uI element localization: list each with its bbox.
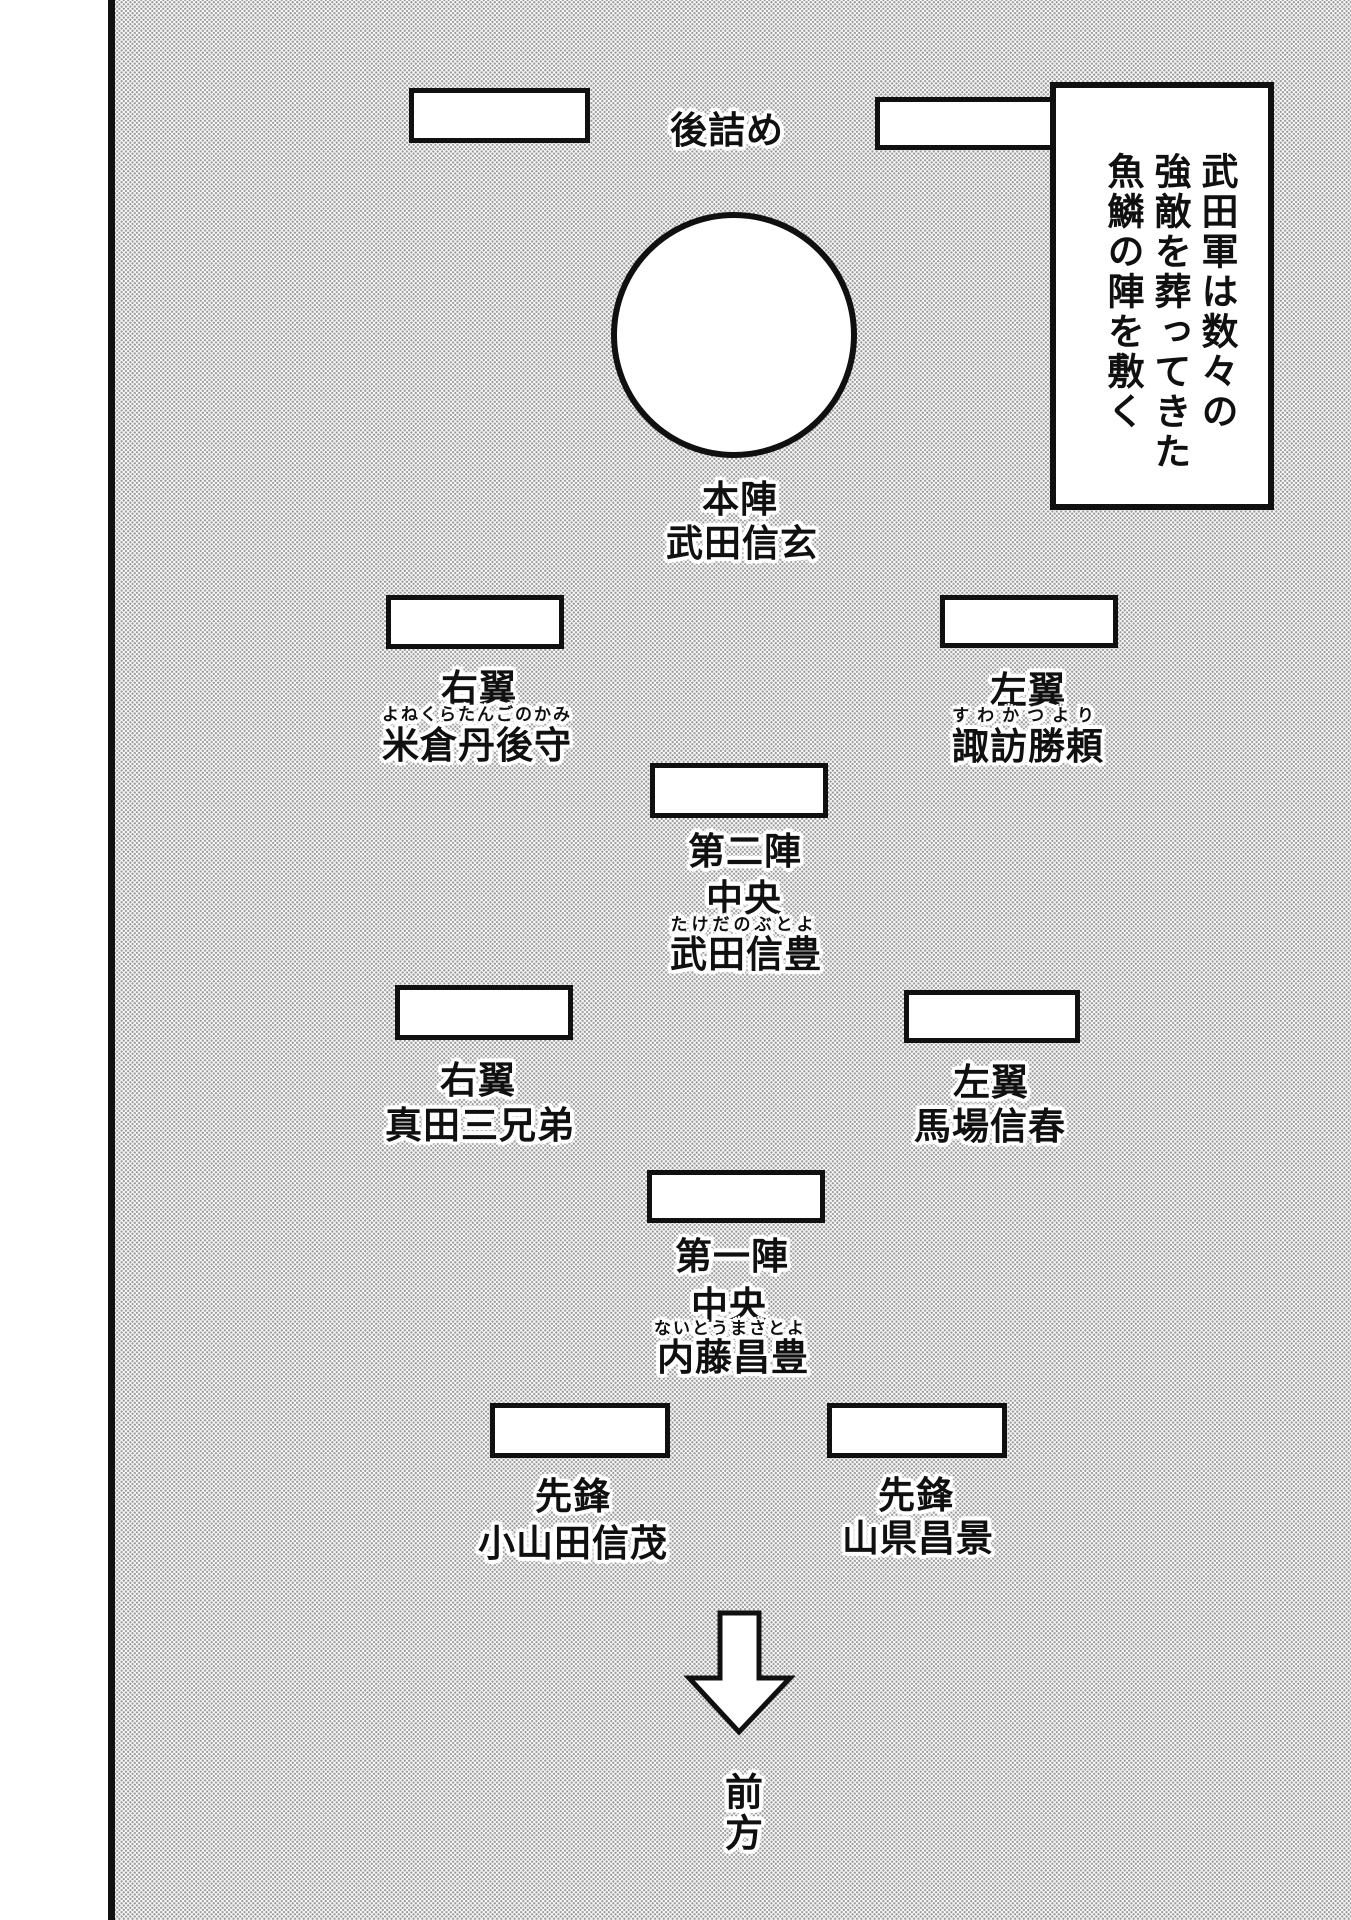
- unit-box-first-center: [647, 1170, 825, 1223]
- caption-line: 武田軍は数々の: [1195, 152, 1238, 432]
- unit-box-left-wing-rear: [940, 595, 1118, 648]
- label-unit-furigana: ないとうまさとよ: [654, 1319, 806, 1339]
- down-arrow-icon: [684, 1610, 795, 1736]
- label-unit-subtitle: 中央: [691, 1284, 767, 1327]
- label-unit-title: 第二陣: [688, 830, 802, 873]
- label-unit-name: 米倉丹後守: [382, 724, 572, 767]
- label-unit-title: 先鋒: [878, 1474, 954, 1517]
- label-unit-furigana: たけだのぶとよ: [670, 915, 818, 935]
- unit-box-right-wing-rear: [386, 595, 564, 649]
- label-honjin-name: 武田信玄: [666, 522, 818, 565]
- label-unit-name: 山県昌景: [842, 1517, 994, 1560]
- label-unit-name: 真田三兄弟: [385, 1104, 575, 1147]
- unit-box-vanguard-right: [827, 1403, 1007, 1458]
- label-unit-title: 第一陣: [675, 1235, 789, 1278]
- label-unit-name: 諏訪勝頼: [952, 725, 1104, 768]
- label-honjin-title: 本陣: [702, 478, 778, 521]
- unit-box-rear-left: [409, 88, 590, 143]
- label-unit-title: 先鋒: [535, 1475, 611, 1518]
- caption-line: 魚鱗の陣を敷く: [1101, 152, 1144, 432]
- unit-box-left-wing: [904, 990, 1080, 1043]
- label-unit-subtitle: 中央: [706, 877, 782, 920]
- unit-box-right-wing: [395, 985, 573, 1040]
- label-unit-furigana: よねくらたんごのかみ: [382, 705, 572, 725]
- label-unit-title: 右翼: [440, 1059, 516, 1102]
- main-camp-circle: [611, 212, 857, 458]
- unit-box-second-center: [650, 763, 828, 818]
- label-unit-name: 小山田信茂: [478, 1522, 668, 1565]
- caption-box: 武田軍は数々の 強敵を葬ってきた 魚鱗の陣を敷く: [1050, 82, 1274, 510]
- label-front: 前方: [718, 1772, 763, 1854]
- caption-line: 強敵を葬ってきた: [1148, 152, 1191, 472]
- label-unit-title: 右翼: [441, 667, 517, 710]
- halftone-panel: 後詰め 武田軍は数々の 強敵を葬ってきた 魚鱗の陣を敷く 本陣 武田信玄 右翼 …: [108, 0, 1351, 1920]
- label-unit-title: 左翼: [953, 1061, 1029, 1104]
- label-unit-furigana: すわかつより: [952, 706, 1102, 726]
- label-unit-title: 左翼: [990, 669, 1066, 712]
- label-unit-name: 武田信豊: [670, 933, 822, 976]
- unit-box-vanguard-left: [490, 1403, 670, 1458]
- label-rear-guard: 後詰め: [670, 109, 784, 152]
- label-unit-name: 馬場信春: [914, 1105, 1066, 1148]
- unit-box-rear-right: [875, 97, 1053, 150]
- label-unit-name: 内藤昌豊: [657, 1336, 809, 1379]
